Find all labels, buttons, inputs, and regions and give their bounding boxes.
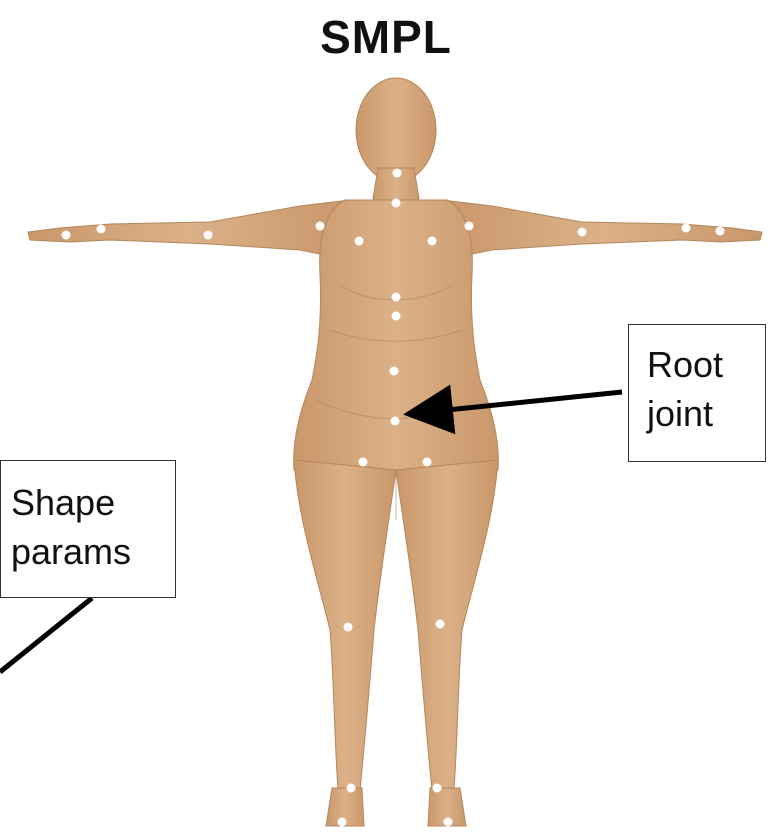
joint-left-hand [716,227,725,236]
joint-left-hip [423,458,432,467]
joint-neck [392,199,401,208]
shape-params-line [0,598,92,672]
joint-head [393,169,402,178]
shape-params-label-line2: params [11,528,175,577]
joint-left-collar [428,237,437,246]
root-joint-callout: Root joint [628,324,766,462]
joint-right-collar [355,237,364,246]
joint-spine1 [390,367,399,376]
head-shape [356,78,436,182]
joint-right-elbow [204,231,213,240]
shape-params-label-line1: Shape [11,479,175,528]
joint-right-ankle [347,784,356,793]
joint-pelvis [391,417,400,426]
joint-left-wrist [682,224,691,233]
right-leg-shape [396,460,498,790]
left-arm-shape [28,200,350,256]
joint-right-knee [344,623,353,632]
joint-right-wrist [97,225,106,234]
joint-left-shoulder [465,222,474,231]
joint-spine2 [392,312,401,321]
root-joint-label-line2: joint [647,390,765,439]
joint-left-knee [436,620,445,629]
right-arm-shape [442,200,762,256]
joint-right-shoulder [316,222,325,231]
joint-left-ankle [433,784,442,793]
root-joint-label-line1: Root [647,341,765,390]
joint-spine3 [392,293,401,302]
torso-shape [294,200,499,470]
joint-right-hand [62,231,71,240]
joint-left-foot [444,818,453,827]
joint-right-hip [359,458,368,467]
joint-right-foot [338,818,347,827]
joint-left-elbow [578,228,587,237]
shape-params-callout: Shape params [0,460,176,598]
